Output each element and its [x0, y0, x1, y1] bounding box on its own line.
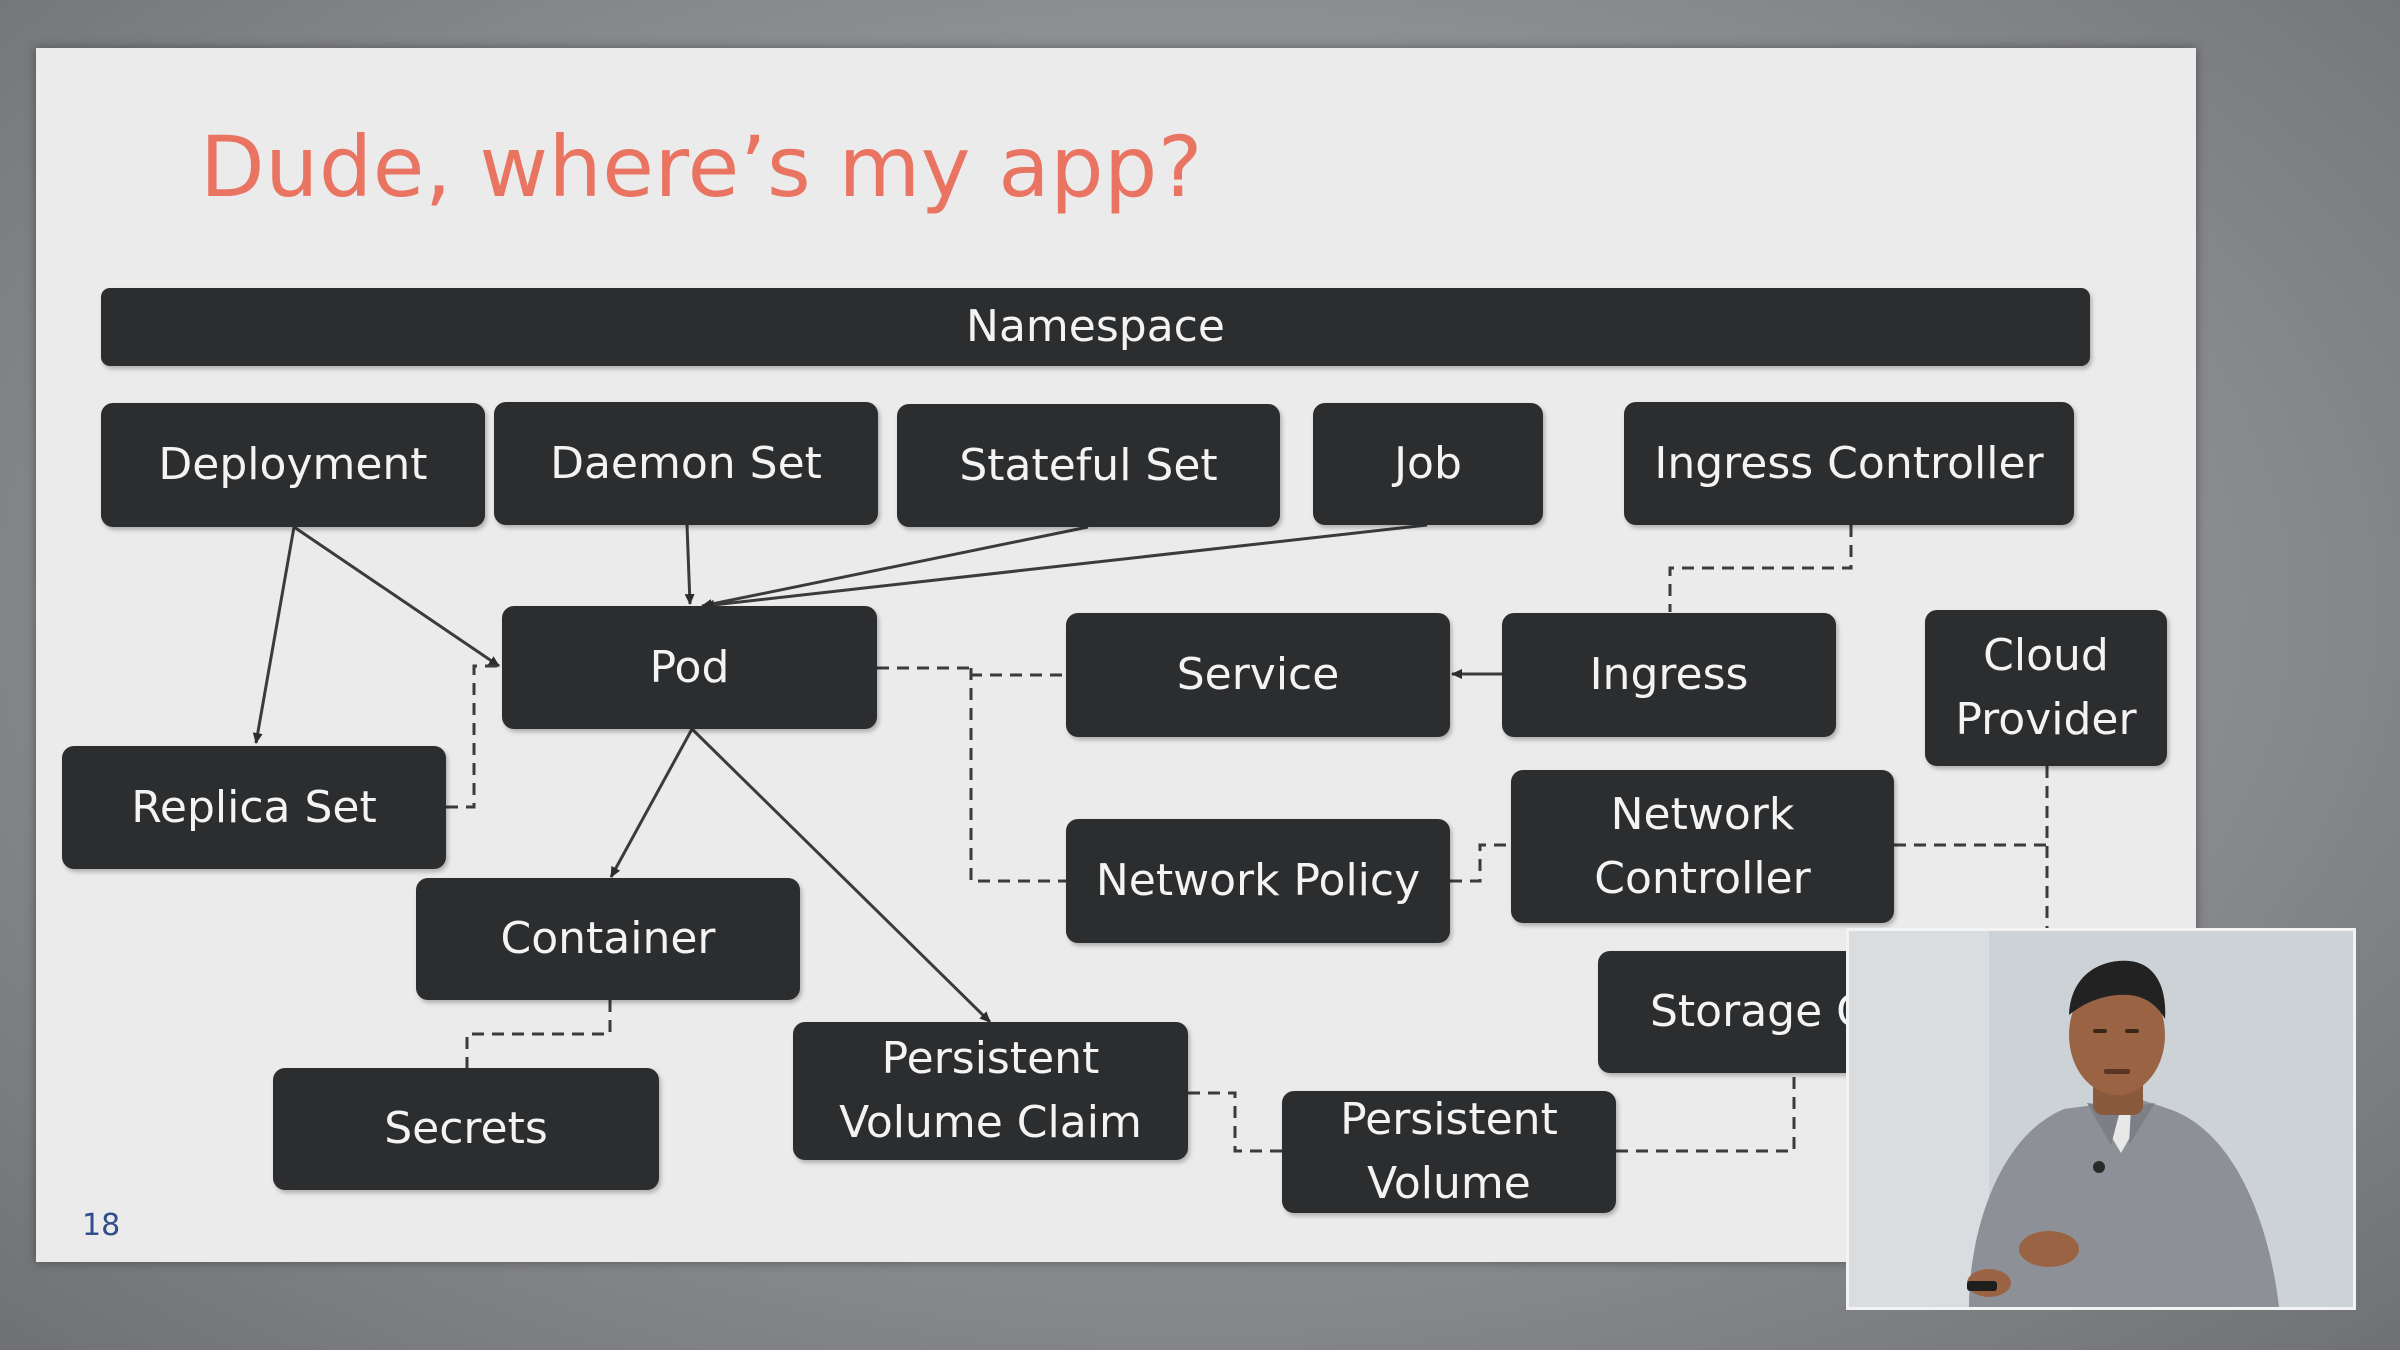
- edge-statefulset-pod: [701, 525, 1089, 609]
- replica-set-box: Replica Set: [62, 746, 446, 869]
- page-number: 18: [82, 1208, 121, 1243]
- edge-pod-container: [609, 728, 694, 878]
- edge-replicaset-pod: [446, 664, 502, 809]
- deployment-box: Deployment: [101, 403, 485, 527]
- edge-pod-pvc: [690, 727, 992, 1024]
- edge-deployment-pod: [293, 525, 500, 668]
- daemon-set-box: Daemon Set: [494, 402, 878, 525]
- job-box: Job: [1313, 403, 1543, 525]
- edge-pod-service: [877, 666, 1066, 677]
- network-controller-box: Network Controller: [1511, 770, 1894, 923]
- stateful-set-box: Stateful Set: [897, 404, 1280, 527]
- persistent-volume-box: Persistent Volume: [1282, 1091, 1616, 1213]
- container-box: Container: [416, 878, 800, 1000]
- edge-job-pod: [703, 523, 1428, 610]
- slide-title: Dude, where’s my app?: [200, 118, 1203, 216]
- edge-pv-storageclass: [1616, 1073, 1796, 1153]
- speaker-video: [1846, 928, 2356, 1310]
- speaker-figure: [1849, 931, 2353, 1307]
- edge-container-secrets: [465, 1000, 612, 1068]
- ingress-controller-box: Ingress Controller: [1624, 402, 2074, 525]
- persistent-volume-claim-box: Persistent Volume Claim: [793, 1022, 1188, 1160]
- edge-pvc-pv: [1188, 1091, 1282, 1153]
- pod-box: Pod: [502, 606, 877, 729]
- service-box: Service: [1066, 613, 1450, 737]
- namespace-box: Namespace: [101, 288, 2090, 366]
- network-policy-box: Network Policy: [1066, 819, 1450, 943]
- edge-deployment-replicaset: [252, 526, 296, 744]
- secrets-box: Secrets: [273, 1068, 659, 1190]
- edge-networkpolicy-networkcontroller: [1450, 843, 1511, 883]
- edge-ingresscontroller-ingress: [1668, 525, 1853, 612]
- edge-daemonset-pod: [684, 524, 695, 605]
- edge-pod-networkpolicy: [969, 668, 1066, 883]
- ingress-box: Ingress: [1502, 613, 1836, 737]
- cloud-provider-box: Cloud Provider: [1925, 610, 2167, 766]
